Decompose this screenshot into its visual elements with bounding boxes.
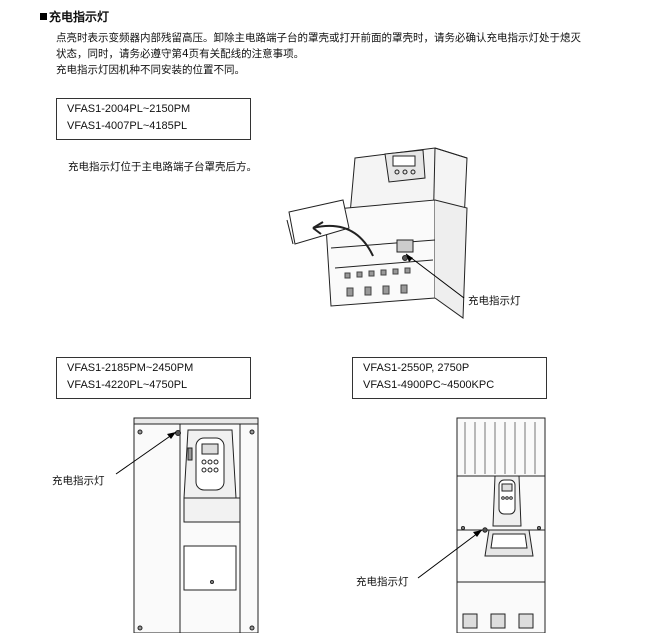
callout-line-1: [405, 253, 465, 299]
intro-line-3: 充电指示灯因机种不同安装的位置不同。: [56, 64, 245, 76]
square-bullet-icon: [40, 13, 47, 20]
inverter-illustration-1: [286, 147, 468, 319]
model-box-1: VFAS1-2004PL~2150PM VFAS1-4007PL~4185PL: [56, 98, 251, 140]
section-title: 充电指示灯: [49, 10, 110, 24]
inverter-illustration-3: [456, 417, 546, 633]
section-heading: 充电指示灯: [40, 8, 109, 25]
model-3a: VFAS1-2550P, 2750P: [363, 362, 470, 374]
model-2a: VFAS1-2185PM~2450PM: [67, 362, 194, 374]
inverter-illustration-2: [133, 417, 259, 633]
model-box-2: VFAS1-2185PM~2450PM VFAS1-4220PL~4750PL: [56, 357, 251, 399]
intro-line-1: 点亮时表示变频器内部残留高压。卸除主电路端子台的罩壳或打开前面的罩壳时，请务必确…: [56, 32, 581, 44]
model-1b: VFAS1-4007PL~4185PL: [67, 120, 188, 132]
charge-lamp-label-2: 充电指示灯: [52, 475, 105, 487]
intro-paragraph: 点亮时表示变频器内部残留高压。卸除主电路端子台的罩壳或打开前面的罩壳时，请务必确…: [56, 30, 626, 78]
charge-lamp-label-3: 充电指示灯: [356, 576, 409, 588]
callout-line-3: [417, 529, 483, 579]
callout-line-2: [115, 431, 177, 475]
intro-line-2: 状态，同时，请务必遵守第4页有关配线的注意事项。: [56, 48, 305, 60]
model-2b: VFAS1-4220PL~4750PL: [67, 379, 188, 391]
location-note-1: 充电指示灯位于主电路端子台罩壳后方。: [68, 161, 257, 173]
model-3b: VFAS1-4900PC~4500KPC: [363, 379, 495, 391]
model-1a: VFAS1-2004PL~2150PM: [67, 103, 191, 115]
charge-lamp-label-1: 充电指示灯: [468, 295, 521, 307]
model-box-3: VFAS1-2550P, 2750P VFAS1-4900PC~4500KPC: [352, 357, 547, 399]
